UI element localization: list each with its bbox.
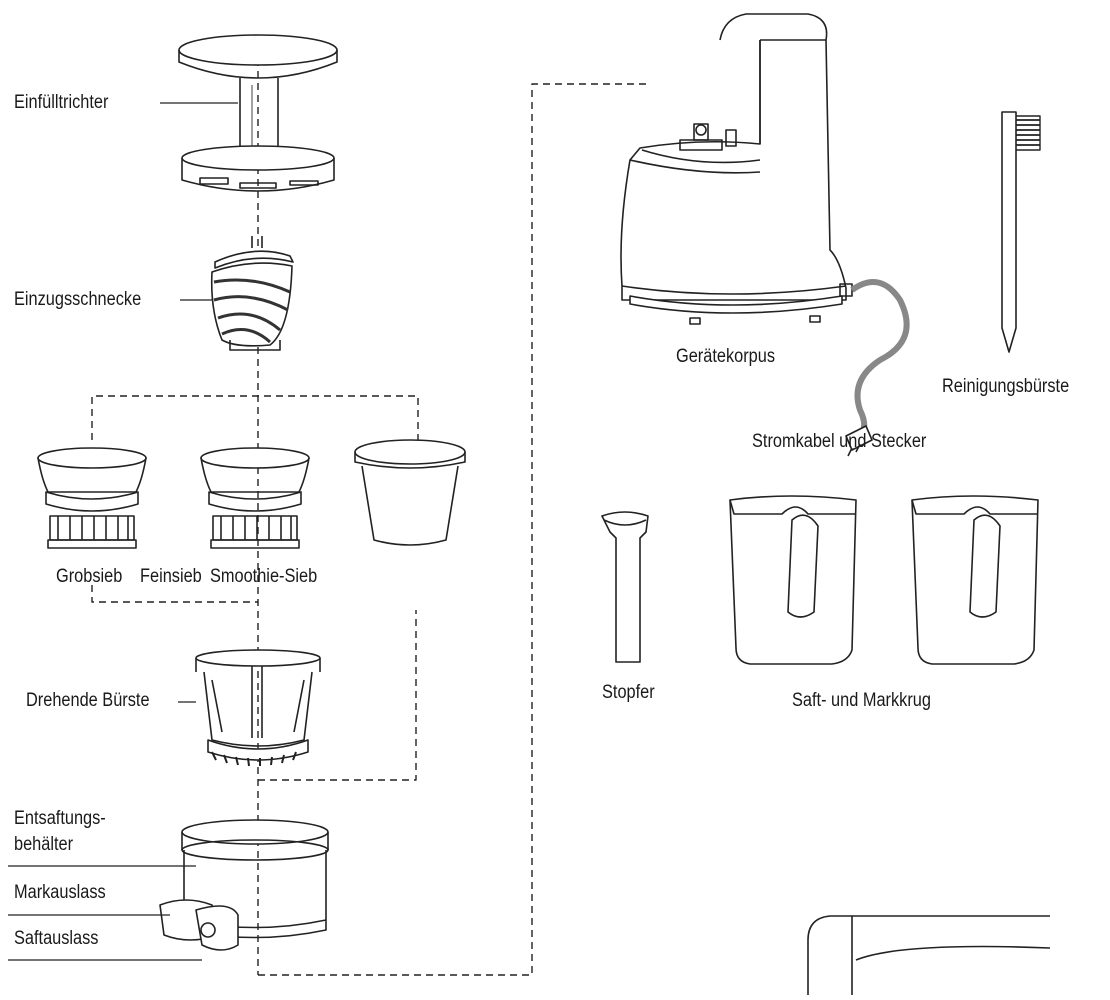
- fine-strainer-drawing: [200, 447, 310, 549]
- label-saftauslass: Saftauslass: [14, 928, 99, 949]
- tamper-drawing: [601, 511, 649, 663]
- label-entsaftungsbehaelter-2: behälter: [14, 834, 74, 855]
- auger-drawing: [210, 236, 294, 351]
- feed-hopper-drawing: [178, 34, 338, 192]
- plug-drawing: [845, 425, 873, 457]
- assembly-dashed-lines: [91, 35, 648, 976]
- label-einfuelltrichter: Einfülltrichter: [14, 92, 109, 113]
- label-stopfer: Stopfer: [602, 682, 655, 703]
- cleaning-brush-drawing: [1001, 111, 1041, 353]
- juice-jug-drawing: [729, 495, 857, 665]
- rotating-brush-drawing: [195, 649, 321, 767]
- pulp-jug-drawing: [911, 495, 1039, 665]
- label-entsaftungsbehaelter-1: Entsaftungs-: [14, 808, 106, 829]
- coarse-strainer-drawing: [37, 447, 147, 549]
- label-reinigungsbuerste: Reinigungsbürste: [942, 376, 1070, 397]
- jug-detail-drawing: [807, 915, 1051, 995]
- label-einzugsschnecke: Einzugsschnecke: [14, 289, 142, 310]
- label-geraetekorpus: Gerätekorpus: [676, 346, 776, 367]
- label-stromkabel: Stromkabel und Stecker: [752, 431, 927, 452]
- label-markauslass: Markauslass: [14, 882, 106, 903]
- smoothie-strainer-drawing: [354, 439, 466, 546]
- label-grobsieb: Grobsieb: [56, 566, 123, 587]
- label-smoothie-sieb: Smoothie-Sieb: [210, 566, 318, 587]
- power-cord-drawing: [850, 279, 910, 443]
- label-feinsieb: Feinsieb: [140, 566, 202, 587]
- label-saft-markkrug: Saft- und Markkrug: [792, 690, 931, 711]
- juicing-bowl-drawing: [159, 819, 329, 951]
- label-drehende-buerste: Drehende Bürste: [26, 690, 150, 711]
- leader-lines: [8, 102, 238, 961]
- main-body-drawing: [620, 13, 853, 325]
